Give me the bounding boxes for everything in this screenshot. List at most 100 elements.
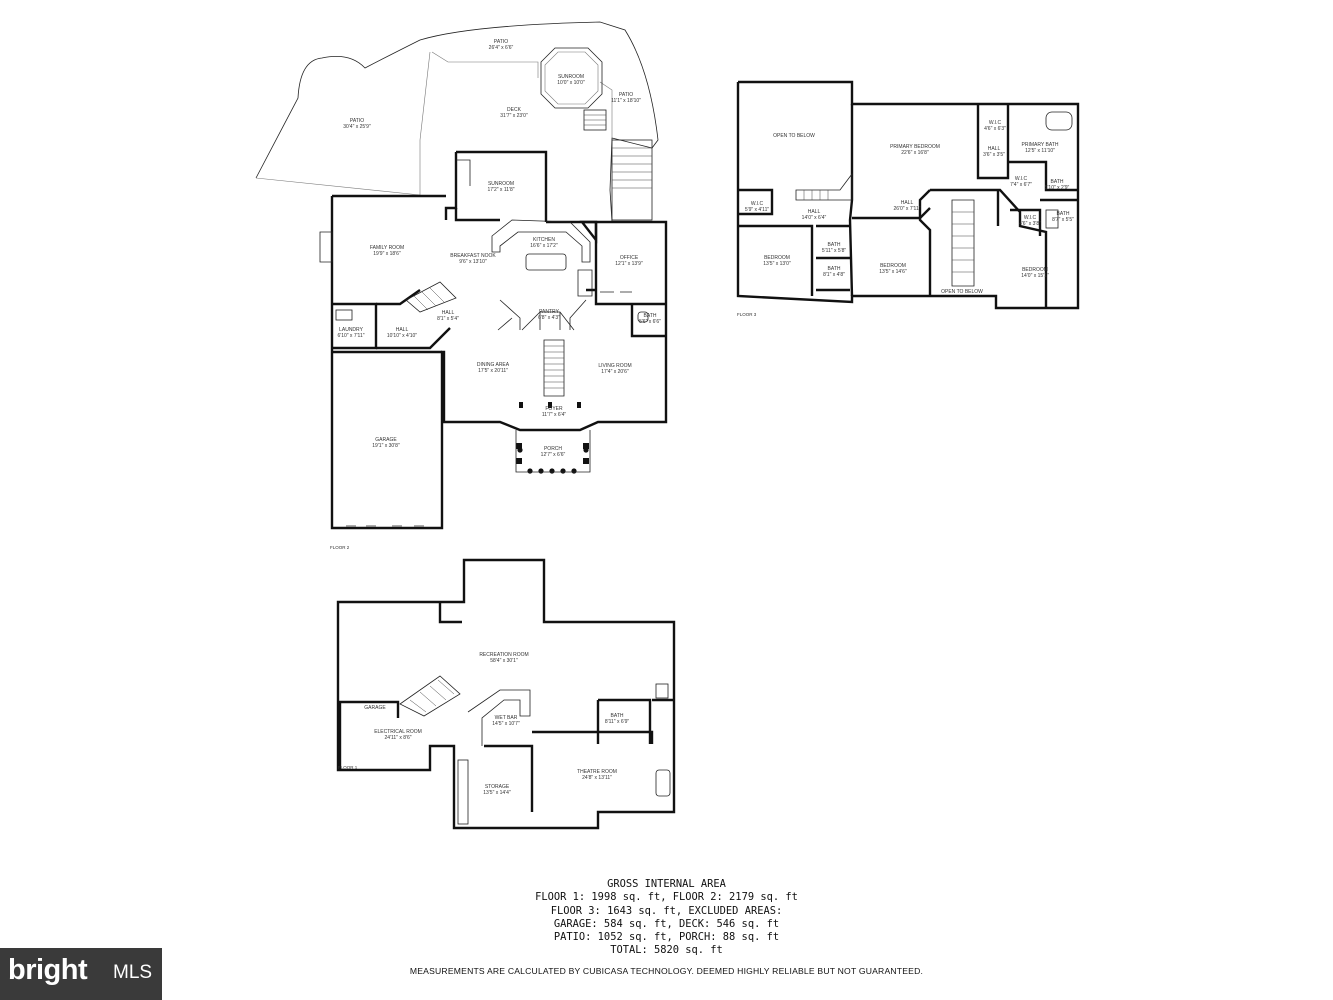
room-name: BATH — [611, 713, 624, 719]
summary-total: TOTAL: 5820 sq. ft — [610, 944, 723, 957]
floor-plan-drawing: PATIO 26'4" x 6'6" SUNROOM 10'0" x 10'0"… — [255, 21, 1080, 830]
porch-outline — [515, 430, 591, 473]
room-name: BREAKFAST NOOK — [450, 253, 496, 259]
summary-line: PATIO: 1052 sq. ft, PORCH: 88 sq. ft — [553, 931, 780, 944]
room-dim: 26'0" x 7'11" — [893, 206, 920, 212]
room-name: HALL — [442, 310, 455, 316]
room-dim: 8'1" x 5'4" — [437, 316, 459, 322]
room-name: STORAGE — [485, 784, 510, 790]
interior-walls-f2 — [332, 220, 666, 354]
room-name: OPEN TO BELOW — [773, 133, 815, 139]
room-name: W.I.C — [751, 201, 764, 207]
room-dim: 12'1" x 13'9" — [615, 261, 643, 267]
floor-label: FLOOR 2 — [330, 545, 350, 550]
room-dim: 5'10" x 2'9" — [1045, 185, 1070, 191]
deck-stairs — [583, 109, 653, 221]
room-name: ELECTRICAL ROOM — [374, 729, 422, 735]
room-dim: 16'6" x 17'2" — [530, 243, 558, 249]
room-name: GARAGE — [364, 705, 386, 711]
room-dim: 19'9" x 18'6" — [373, 251, 401, 257]
room-dim: 58'4" x 30'1" — [490, 658, 518, 664]
stairs-f3 — [795, 172, 975, 287]
room-name: RECREATION ROOM — [479, 652, 528, 658]
room-dim: 6'10" x 7'11" — [337, 333, 364, 339]
room-name: HALL — [901, 200, 914, 206]
room-name: BATH — [828, 266, 841, 272]
room-dim: 8'7" x 5'5" — [1052, 217, 1074, 223]
room-name: KITCHEN — [533, 237, 555, 243]
floor-1-walls — [336, 558, 676, 830]
room-dim: 14'0" x 6'4" — [802, 215, 827, 221]
kitchen-island — [525, 253, 567, 271]
floor-1-plan — [336, 558, 676, 830]
room-name: SUNROOM — [488, 181, 514, 187]
sunroom-walls — [444, 150, 548, 222]
room-name: BEDROOM — [1022, 267, 1048, 273]
room-dim: 7'4" x 6'7" — [1010, 182, 1032, 188]
room-dim: 11'7" x 6'4" — [542, 412, 566, 418]
bright-mls-logo: bright MLS — [0, 948, 162, 1000]
room-name: PRIMARY BATH — [1022, 142, 1059, 148]
room-dim: 17'2" x 11'8" — [487, 187, 514, 193]
room-name: PATIO — [494, 39, 508, 45]
logo-word: bright — [8, 954, 88, 986]
room-name: SUNROOM — [558, 74, 584, 80]
room-dim: 10'0" x 10'0" — [557, 80, 585, 86]
room-name: W.I.C — [1024, 215, 1037, 221]
sunroom-octagon — [540, 47, 603, 109]
room-dim: 14'0" x 15'1" — [1021, 273, 1049, 279]
room-dim: 26'4" x 6'6" — [489, 45, 514, 51]
room-dim: 24'8" x 13'11" — [582, 775, 612, 781]
room-dim: 9'6" x 13'10" — [459, 259, 487, 265]
room-dim: 17'5" x 20'11" — [478, 368, 508, 374]
room-name: FOYER — [545, 406, 563, 412]
room-name: LIVING ROOM — [598, 363, 631, 369]
room-dim: 8'11" x 6'9" — [605, 719, 629, 725]
room-dim: 13'5" x 14'4" — [483, 790, 511, 796]
room-dim: 3'6" x 3'5" — [983, 152, 1005, 158]
room-dim: 5'11" x 5'8" — [822, 248, 846, 254]
floor-2-plan — [255, 21, 668, 530]
summary-title: GROSS INTERNAL AREA — [607, 878, 726, 890]
gross-internal-area-summary: GROSS INTERNAL AREA FLOOR 1: 1998 sq. ft… — [0, 878, 1333, 958]
room-name: HALL — [808, 209, 821, 215]
room-name: LAUNDRY — [339, 327, 363, 333]
kitchen-counters — [491, 219, 591, 263]
room-name: HALL — [396, 327, 409, 333]
room-name: FAMILY ROOM — [370, 245, 404, 251]
floor-label: FLOOR 3 — [737, 312, 757, 317]
floor-3-walls — [736, 80, 1080, 310]
main-stairs-f2 — [405, 281, 565, 397]
room-dim: 13'5" x 14'6" — [879, 269, 907, 275]
room-name: THEATRE ROOM — [577, 769, 617, 775]
room-dim: 10'10" x 4'10" — [387, 333, 417, 339]
room-name: BATH — [644, 313, 657, 319]
floor-3-plan — [736, 80, 1080, 310]
room-dim: 5'9" x 4'11" — [745, 207, 769, 213]
room-dim: 24'11" x 8'6" — [384, 735, 411, 741]
room-dim: 8'1" x 4'8" — [823, 272, 845, 278]
room-dim: 6'8" x 4'3" — [538, 315, 560, 321]
floor-label: FLOOR 1 — [338, 765, 358, 770]
room-dim: 12'7" x 6'6" — [541, 452, 566, 458]
room-name: OPEN TO BELOW — [941, 289, 983, 295]
room-name: PORCH — [544, 446, 562, 452]
stairs-f1 — [399, 675, 461, 717]
room-name: WET BAR — [495, 715, 518, 721]
room-dim: 12'5" x 11'10" — [1025, 148, 1055, 154]
room-name: DECK — [507, 107, 522, 113]
room-dim: 11'1" x 18'10" — [611, 98, 641, 104]
patio-outline — [255, 21, 659, 223]
room-name: BATH — [828, 242, 841, 248]
room-dim: 4'6" x 3'8" — [1019, 221, 1041, 227]
room-name: PATIO — [350, 118, 364, 124]
room-dim: 13'5" x 13'0" — [763, 261, 791, 267]
room-name: BATH — [1057, 211, 1070, 217]
room-name: BEDROOM — [764, 255, 790, 261]
room-name: PATIO — [619, 92, 633, 98]
room-name: HALL — [988, 146, 1001, 152]
room-name: BEDROOM — [880, 263, 906, 269]
summary-line: FLOOR 3: 1643 sq. ft, EXCLUDED AREAS: — [550, 904, 783, 917]
room-dim: 31'7" x 23'0" — [500, 113, 528, 119]
room-dim: 30'4" x 25'9" — [343, 124, 371, 130]
